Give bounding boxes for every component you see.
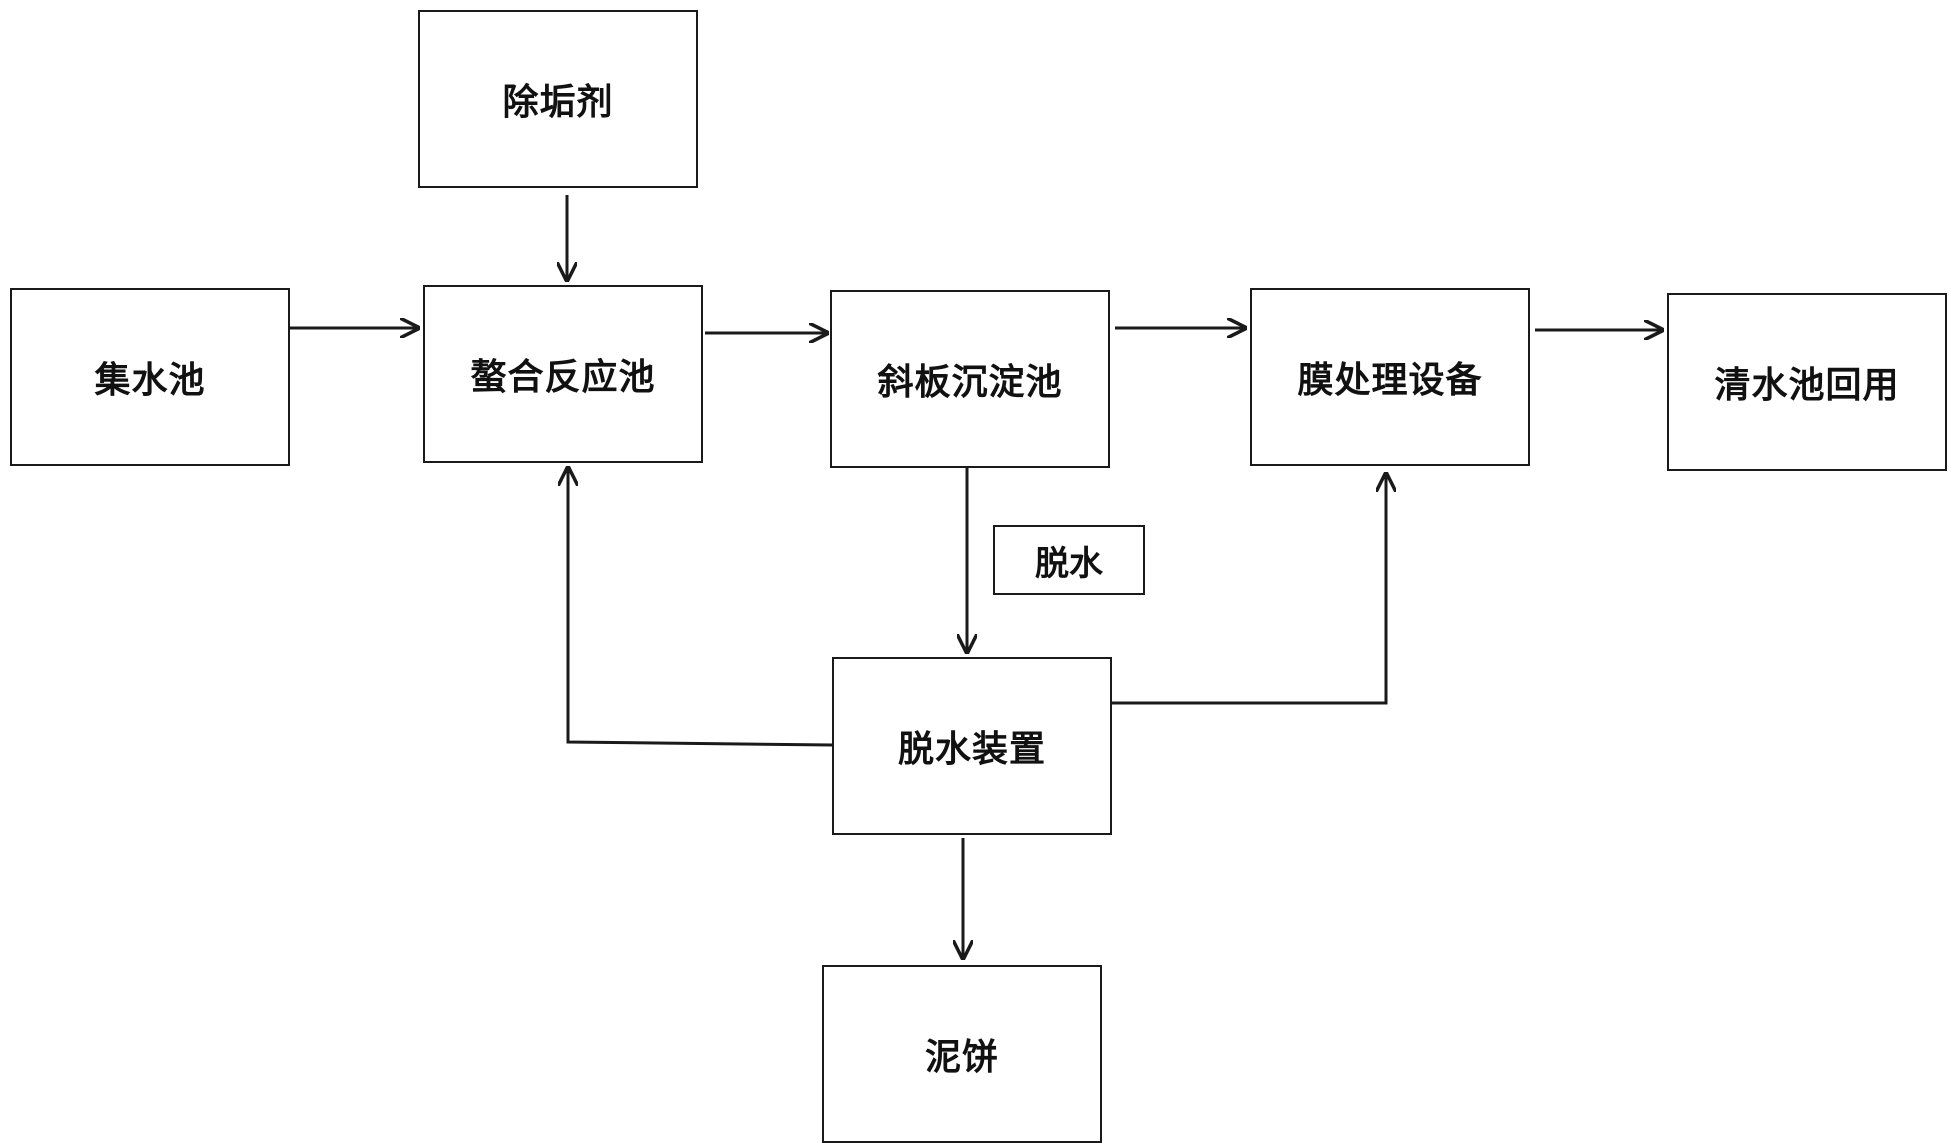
node-descaler: 除垢剂 [418,10,698,188]
node-dewater-device: 脱水装置 [832,657,1112,835]
node-chelate-pool: 螯合反应池 [423,285,703,463]
node-clear-pool: 清水池回用 [1667,293,1947,471]
node-dewater-device-label: 脱水装置 [897,729,1046,770]
node-mud-cake: 泥饼 [822,965,1102,1143]
node-collect-pool-label: 集水池 [94,360,206,401]
node-membrane: 膜处理设备 [1250,288,1530,466]
edge-label-dewater-text: 脱水 [1035,543,1103,584]
node-descaler-label: 除垢剂 [502,82,614,123]
node-incline-pool-label: 斜板沉淀池 [877,362,1063,403]
node-collect-pool: 集水池 [10,288,290,466]
edge-dewater-to-membrane [1112,474,1386,705]
edge-label-dewater: 脱水 [993,525,1145,595]
node-clear-pool-label: 清水池回用 [1714,365,1900,406]
node-mud-cake-label: 泥饼 [924,1037,999,1078]
node-membrane-label: 膜处理设备 [1297,360,1483,401]
node-chelate-pool-label: 螯合反应池 [470,357,656,398]
edge-dewater-to-chelate [568,468,833,747]
node-incline-pool: 斜板沉淀池 [830,290,1110,468]
